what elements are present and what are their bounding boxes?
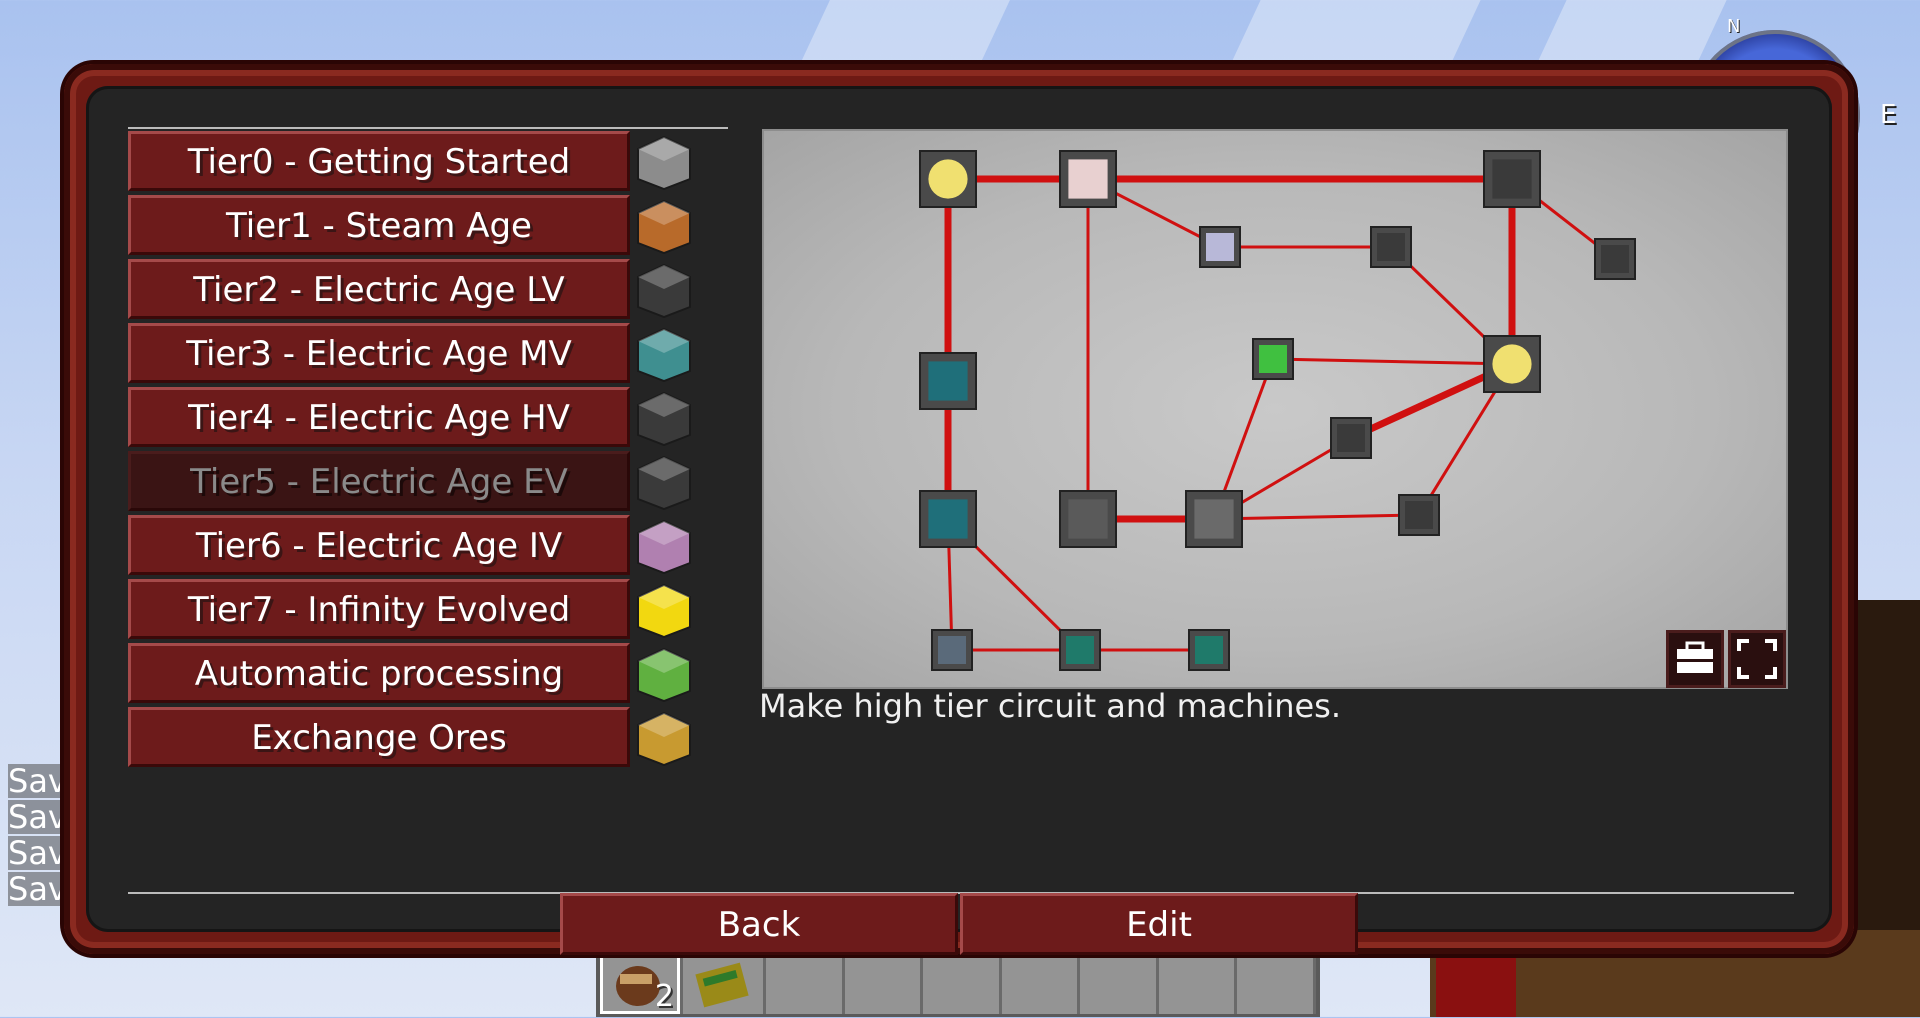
ev-hull-icon: [634, 453, 694, 511]
divider: [128, 127, 728, 129]
hv-hull-icon: [634, 389, 694, 447]
quest-line-button[interactable]: Tier3 - Electric Age MV: [128, 323, 630, 383]
quest-node-circuit-icon[interactable]: [1059, 629, 1101, 671]
fullscreen-icon: [1737, 639, 1777, 679]
quest-node-circuit-icon[interactable]: [1188, 629, 1230, 671]
hotbar-slot[interactable]: [1080, 954, 1159, 1014]
hotbar-slot[interactable]: [1001, 954, 1081, 1014]
quest-line-button[interactable]: Tier1 - Steam Age: [128, 195, 630, 255]
hotbar-slot[interactable]: [1237, 954, 1317, 1014]
compass-east-label: E: [1880, 100, 1897, 130]
quest-line-button[interactable]: Tier7 - Infinity Evolved: [128, 579, 630, 639]
item-count: 2: [654, 979, 674, 1014]
quest-node-clock-icon[interactable]: [919, 150, 977, 208]
tripod-icon: [634, 709, 694, 767]
quest-line-description: Make high tier circuit and machines.: [759, 687, 1342, 725]
chat-line: Sav: [8, 836, 68, 870]
lv-hull-icon: [634, 261, 694, 319]
hotbar: 2: [596, 950, 1320, 1017]
toolbox-icon: [1677, 641, 1713, 673]
edit-button[interactable]: Edit: [960, 893, 1358, 955]
iv-hull-icon: [634, 517, 694, 575]
quest-node-machine-hull-icon[interactable]: [1370, 226, 1412, 268]
quest-line-button[interactable]: Tier0 - Getting Started: [128, 131, 630, 191]
hotbar-slot[interactable]: [766, 954, 845, 1014]
steam-machine-icon: [634, 197, 694, 255]
chat-line: Sav: [8, 764, 68, 798]
hotbar-slot[interactable]: [923, 954, 1002, 1014]
quest-node-circuit-board-icon[interactable]: [919, 352, 977, 410]
quest-node-wafer-icon[interactable]: [931, 629, 973, 671]
quest-node-pink-block-icon[interactable]: [1059, 150, 1117, 208]
quest-dependency-line: [1213, 513, 1420, 521]
fullscreen-button[interactable]: [1728, 630, 1786, 688]
quest-node-machine-hull-icon[interactable]: [1594, 238, 1636, 280]
back-button[interactable]: Back: [560, 893, 958, 955]
quest-node-clock-icon[interactable]: [1483, 335, 1541, 393]
infinity-gear-icon: [634, 581, 694, 639]
mv-hull-icon: [634, 325, 694, 383]
quest-node-ingot-icon[interactable]: [1199, 226, 1241, 268]
quest-dependency-line: [1272, 357, 1513, 366]
stone-block-icon: [634, 133, 694, 191]
hotbar-slot[interactable]: [683, 954, 766, 1014]
quest-node-machine-hull-icon[interactable]: [1483, 150, 1541, 208]
chat-line: Sav: [8, 800, 68, 834]
quest-line-button[interactable]: Tier2 - Electric Age LV: [128, 259, 630, 319]
hotbar-slot[interactable]: [1158, 954, 1238, 1014]
quest-line-button[interactable]: Tier4 - Electric Age HV: [128, 387, 630, 447]
toolbox-button[interactable]: [1666, 630, 1724, 688]
chat-line: Sav: [8, 872, 68, 906]
compass-north-label: N: [1727, 16, 1741, 37]
pipe-icon: [634, 645, 694, 703]
quest-graph: [919, 150, 1636, 671]
quest-node-battery-icon[interactable]: [1185, 490, 1243, 548]
quest-line-button[interactable]: Tier6 - Electric Age IV: [128, 515, 630, 575]
quest-line-button[interactable]: Automatic processing: [128, 643, 630, 703]
quest-node-machine-hull-icon[interactable]: [1330, 417, 1372, 459]
backpack-icon: [616, 966, 660, 1006]
quest-node-machine-hull-icon[interactable]: [1398, 494, 1440, 536]
quest-node-emerald-block-icon[interactable]: [1252, 338, 1294, 380]
quest-book-icon: [695, 962, 749, 1008]
hotbar-slot[interactable]: 2: [600, 954, 683, 1014]
hotbar-slot[interactable]: [844, 954, 924, 1014]
quest-node-circuit-board-icon[interactable]: [919, 490, 977, 548]
quest-line-button[interactable]: Exchange Ores: [128, 707, 630, 767]
quest-node-plate-icon[interactable]: [1059, 490, 1117, 548]
quest-line-button[interactable]: Tier5 - Electric Age EV: [128, 451, 630, 511]
quest-map[interactable]: [762, 129, 1788, 689]
